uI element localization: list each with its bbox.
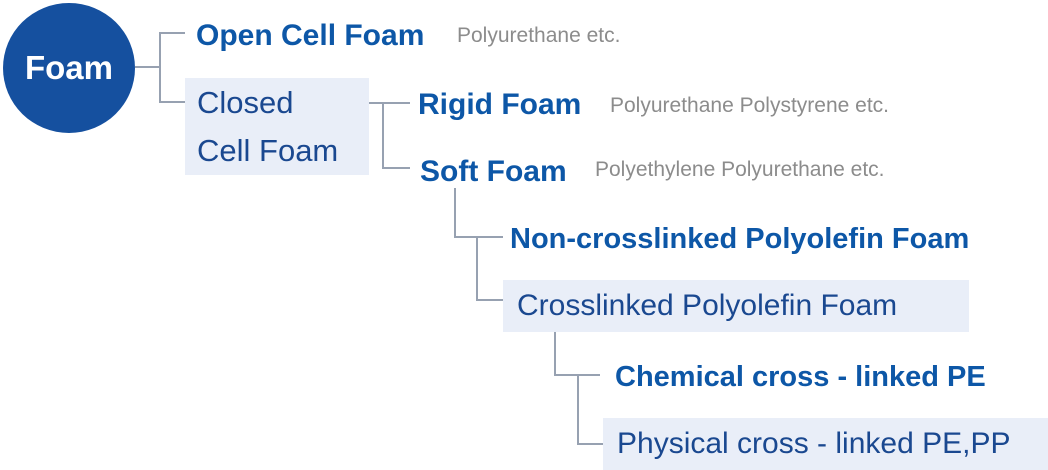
connector-line (382, 102, 384, 169)
note-open-cell-foam: Polyurethane etc. (457, 24, 621, 47)
connector-line (382, 167, 410, 169)
root-node-label: Foam (24, 49, 113, 86)
crosslinked-label: Crosslinked Polyolefin Foam (517, 289, 898, 322)
node-closed-cell-foam: Closed Cell Foam (185, 78, 369, 175)
closed-cell-line1: Closed (197, 84, 294, 120)
node-crosslinked-polyolefin-foam: Crosslinked Polyolefin Foam (503, 280, 969, 332)
connector-line (159, 32, 161, 103)
connector-line (159, 101, 185, 103)
node-chemical-crosslinked-pe: Chemical cross - linked PE (615, 361, 986, 393)
connector-line (476, 299, 503, 301)
connector-line (454, 188, 456, 238)
connector-line (159, 32, 185, 34)
physical-label: Physical cross - linked PE,PP (617, 427, 1011, 460)
connector-line (577, 443, 603, 445)
note-rigid-foam: Polyurethane Polystyrene etc. (610, 94, 889, 117)
closed-cell-line2: Cell Foam (197, 132, 339, 168)
node-non-crosslinked-polyolefin-foam: Non-crosslinked Polyolefin Foam (510, 223, 970, 255)
connector-line (554, 331, 556, 376)
node-soft-foam: Soft Foam (420, 155, 567, 188)
connector-line (135, 66, 160, 68)
root-node-foam: Foam (3, 3, 135, 133)
node-rigid-foam: Rigid Foam (418, 88, 582, 121)
note-soft-foam: Polyethylene Polyurethane etc. (595, 158, 885, 181)
connector-line (577, 374, 579, 445)
connector-line (454, 236, 503, 238)
node-physical-crosslinked-pe-pp: Physical cross - linked PE,PP (603, 418, 1048, 470)
connector-line (476, 236, 478, 301)
node-open-cell-foam: Open Cell Foam (196, 19, 425, 52)
